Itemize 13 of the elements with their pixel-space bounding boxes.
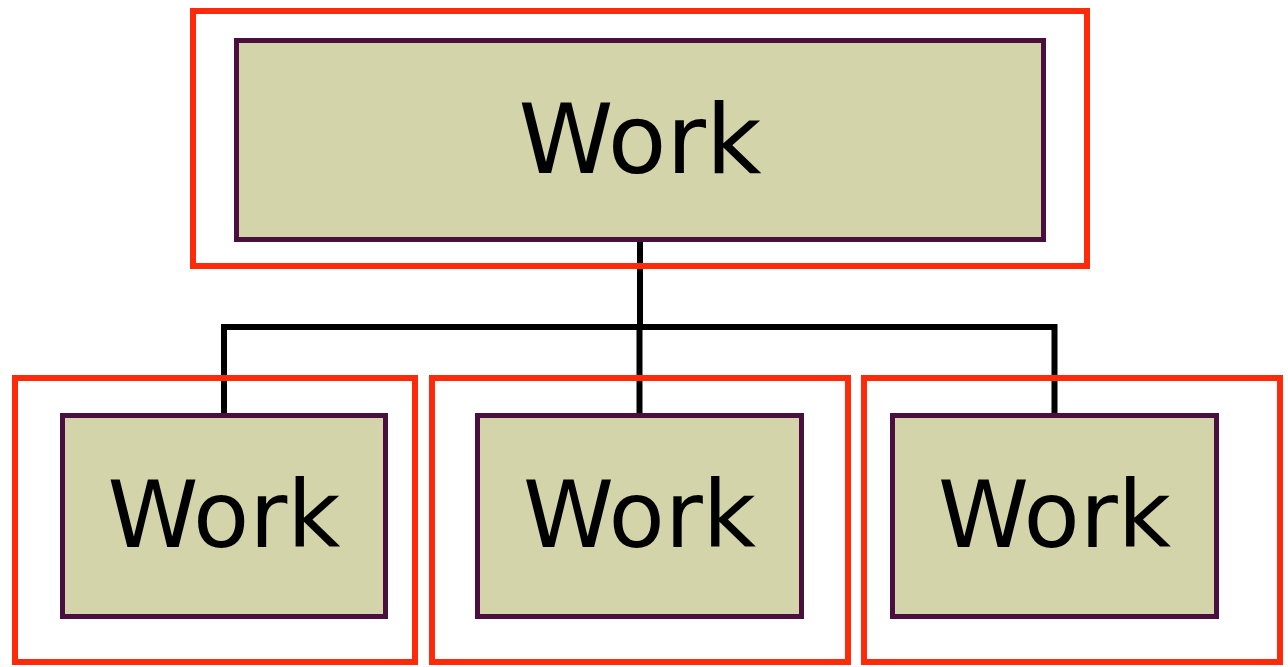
outline-frame bbox=[429, 375, 851, 665]
box-label: Work bbox=[107, 470, 341, 562]
box-label: Work bbox=[523, 470, 756, 562]
work-box bbox=[890, 413, 1219, 619]
outline-frame bbox=[12, 375, 418, 665]
box-label: Work bbox=[938, 470, 1171, 562]
box-label: Work bbox=[518, 92, 762, 188]
work-box bbox=[475, 413, 804, 619]
work-box bbox=[234, 38, 1046, 242]
connector-line bbox=[637, 242, 1058, 413]
outline-frame bbox=[861, 375, 1283, 665]
work-box bbox=[60, 413, 388, 619]
outline-frame bbox=[190, 8, 1090, 269]
